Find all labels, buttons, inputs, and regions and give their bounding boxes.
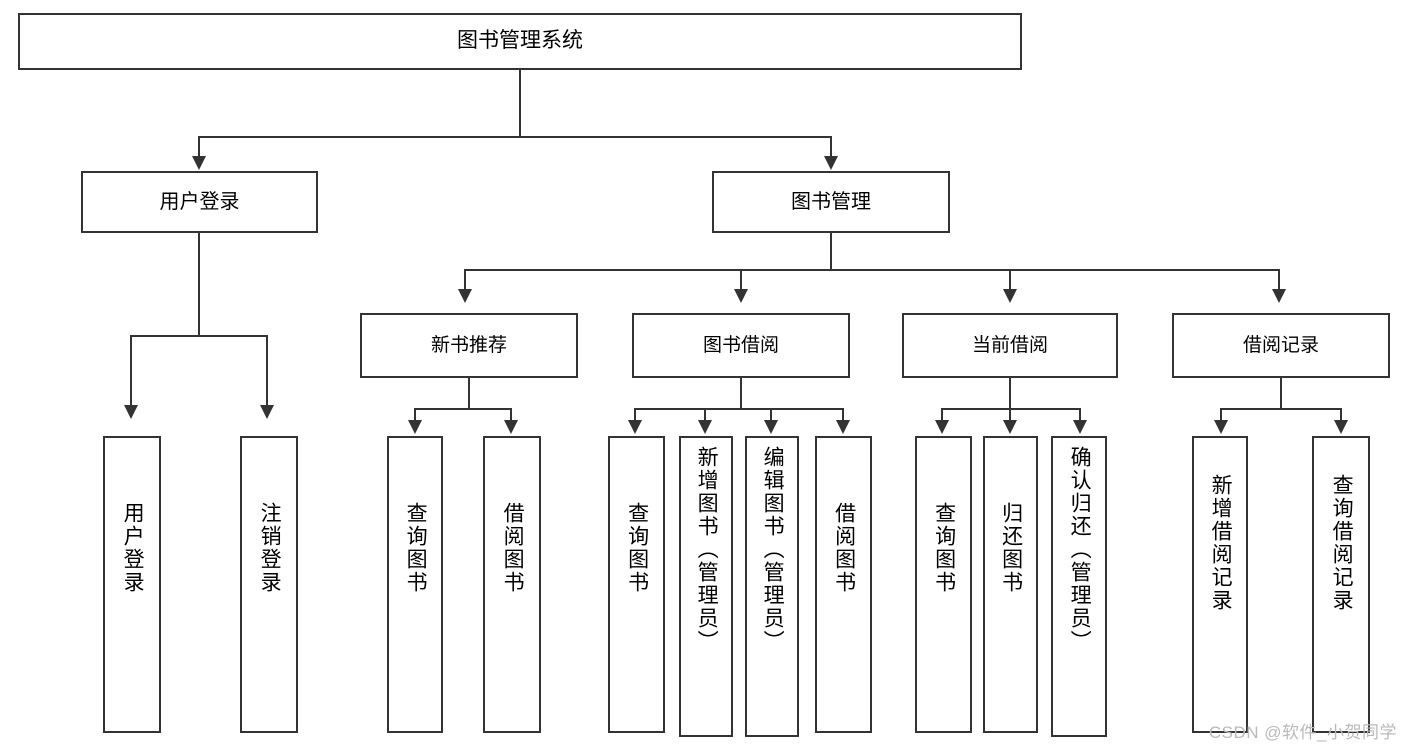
leaf-query-book-borrow[interactable]: 查询图书 (608, 436, 665, 733)
leaf-borrow-book-borrow[interactable]: 借阅图书 (815, 436, 872, 733)
connector-bb-drop-4 (842, 408, 844, 422)
leaf-label: 注销登录 (258, 502, 282, 594)
connector-bb-drop-3 (770, 408, 772, 422)
leaf-query-book-recommend[interactable]: 查询图书 (387, 436, 443, 733)
arrow-to-leaf-query-record (1334, 420, 1348, 434)
leaf-logout[interactable]: 注销登录 (240, 436, 298, 733)
connector-root-to-book-management (830, 136, 832, 158)
connector-book-management-stem (830, 233, 832, 271)
arrow-to-borrow-record (1272, 289, 1286, 303)
leaf-confirm-return-admin[interactable]: 确认归还（管理员） (1051, 436, 1107, 737)
node-label: 用户登录 (159, 190, 240, 213)
leaf-user-login[interactable]: 用户登录 (103, 436, 161, 733)
leaf-label: 编辑图书（管理员） (761, 446, 785, 653)
connector-bm-drop-3 (1009, 269, 1011, 291)
leaf-label: 确认归还（管理员） (1068, 446, 1092, 653)
connector-cb-stem (1009, 378, 1011, 410)
arrow-to-leaf-query-book-cb (935, 420, 949, 434)
leaf-borrow-book-recommend[interactable]: 借阅图书 (483, 436, 541, 733)
arrow-to-book-borrow (734, 289, 748, 303)
leaf-query-borrow-record[interactable]: 查询借阅记录 (1312, 436, 1370, 733)
node-label: 图书管理系统 (457, 29, 583, 53)
node-book-borrow[interactable]: 图书借阅 (632, 313, 850, 378)
arrow-to-new-book-recommend (458, 289, 472, 303)
node-label: 借阅记录 (1242, 334, 1319, 356)
arrow-to-leaf-return-book (1003, 420, 1017, 434)
leaf-label: 新增图书（管理员） (695, 446, 719, 653)
leaf-label: 查询图书 (932, 502, 956, 594)
node-label: 当前借阅 (971, 334, 1048, 356)
arrow-to-book-management (824, 156, 838, 170)
node-new-book-recommend[interactable]: 新书推荐 (360, 313, 578, 378)
connector-nbr-stem (468, 378, 470, 410)
node-label: 新书推荐 (430, 334, 507, 356)
node-label: 图书管理 (791, 190, 871, 213)
arrow-to-user-login (192, 156, 206, 170)
connector-br-stem (1280, 378, 1282, 410)
connector-br-bus (1220, 408, 1342, 410)
connector-cb-drop-3 (1079, 408, 1081, 422)
connector-root-stem (519, 70, 521, 137)
connector-root-bus (198, 136, 832, 138)
leaf-label: 查询图书 (625, 502, 649, 594)
leaf-return-book[interactable]: 归还图书 (983, 436, 1038, 733)
connector-user-login-bus (130, 335, 268, 337)
connector-user-login-drop-1 (130, 335, 132, 407)
arrow-to-leaf-query-book-bb (628, 420, 642, 434)
node-borrow-record[interactable]: 借阅记录 (1172, 313, 1390, 378)
connector-root-to-user-login (198, 136, 200, 158)
node-user-login[interactable]: 用户登录 (81, 171, 318, 233)
connector-br-drop-2 (1340, 408, 1342, 422)
arrow-to-leaf-query-book-nbr (408, 420, 422, 434)
leaf-label: 新增借阅记录 (1209, 474, 1233, 612)
leaf-edit-book-admin[interactable]: 编辑图书（管理员） (745, 436, 799, 737)
connector-cb-drop-1 (941, 408, 943, 422)
node-current-borrow[interactable]: 当前借阅 (902, 313, 1118, 378)
connector-br-drop-1 (1220, 408, 1222, 422)
node-label: 图书借阅 (702, 334, 779, 356)
leaf-label: 用户登录 (121, 502, 145, 594)
leaf-label: 查询借阅记录 (1330, 474, 1354, 612)
node-book-management[interactable]: 图书管理 (712, 171, 950, 233)
connector-bb-drop-2 (704, 408, 706, 422)
connector-nbr-drop-1 (414, 408, 416, 422)
leaf-label: 查询图书 (404, 502, 428, 594)
connector-book-management-bus (464, 269, 1279, 271)
watermark-text: CSDN @软件_小贺同学 (1208, 723, 1397, 742)
arrow-to-leaf-user-login (124, 405, 138, 419)
leaf-label: 借阅图书 (501, 502, 525, 594)
arrow-to-leaf-logout (260, 405, 274, 419)
arrow-to-leaf-add-record (1214, 420, 1228, 434)
connector-bm-drop-4 (1278, 269, 1280, 291)
arrow-to-current-borrow (1003, 289, 1017, 303)
leaf-add-borrow-record[interactable]: 新增借阅记录 (1192, 436, 1248, 733)
connector-nbr-drop-2 (510, 408, 512, 422)
leaf-query-book-current[interactable]: 查询图书 (915, 436, 972, 733)
connector-bb-drop-1 (634, 408, 636, 422)
connector-bb-stem (740, 378, 742, 410)
connector-bm-drop-2 (740, 269, 742, 291)
leaf-add-book-admin[interactable]: 新增图书（管理员） (679, 436, 733, 737)
arrow-to-leaf-borrow-book-bb (836, 420, 850, 434)
arrow-to-leaf-edit-book (764, 420, 778, 434)
leaf-label: 归还图书 (999, 502, 1023, 594)
arrow-to-leaf-confirm-return (1073, 420, 1087, 434)
connector-user-login-stem (198, 233, 200, 336)
node-book-management-system[interactable]: 图书管理系统 (18, 13, 1022, 70)
leaf-label: 借阅图书 (832, 502, 856, 594)
arrow-to-leaf-add-book (698, 420, 712, 434)
connector-cb-drop-2 (1009, 408, 1011, 422)
connector-bm-drop-1 (464, 269, 466, 291)
connector-user-login-drop-2 (266, 335, 268, 407)
connector-cb-bus (941, 408, 1081, 410)
connector-bb-bus (634, 408, 844, 410)
arrow-to-leaf-borrow-book-nbr (504, 420, 518, 434)
connector-nbr-bus (414, 408, 512, 410)
